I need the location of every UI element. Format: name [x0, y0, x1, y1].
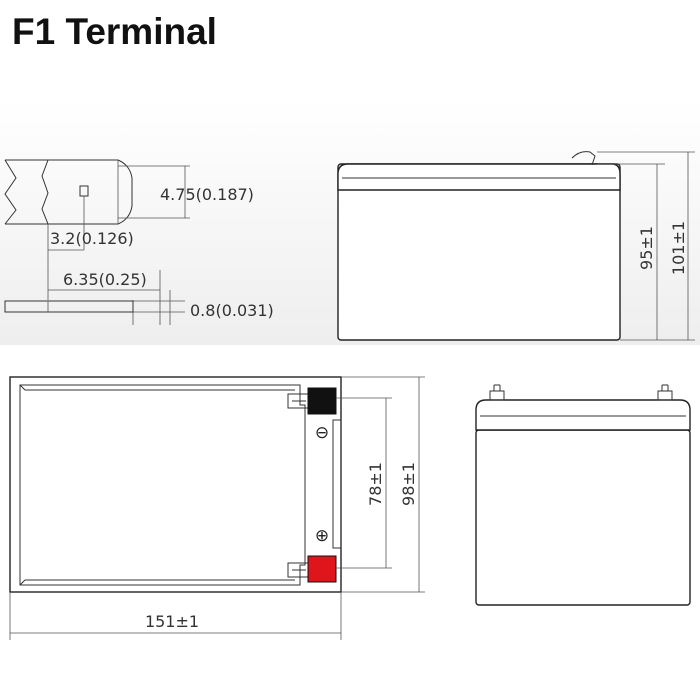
tab-side-outline: [4, 300, 134, 313]
negative-terminal-block: [307, 387, 337, 415]
positive-terminal-block: [307, 555, 337, 583]
top-length-label: 151±1: [145, 612, 199, 631]
battery-top-view: ⊖ ⊕ 78±1 98±1 151±1: [9, 376, 425, 640]
tab-left-break: [4, 159, 17, 225]
end-terminal-left: [489, 384, 505, 401]
side-terminal-hook: [571, 151, 596, 166]
negative-terminal: [287, 387, 337, 415]
battery-side-view: 95±1 101±1: [337, 151, 695, 341]
terminal-tab-outline: [48, 159, 133, 225]
positive-terminal: [287, 555, 337, 583]
terminal-spacing-label: 78±1: [366, 462, 385, 506]
end-lid: [475, 399, 691, 431]
top-case-inner: [19, 384, 306, 586]
side-lid: [337, 163, 621, 191]
tab-width-label: 4.75(0.187): [160, 185, 254, 204]
tab-hole-label: 3.2(0.126): [50, 229, 134, 248]
terminal-thickness-detail: 0.8(0.031): [4, 290, 274, 325]
battery-end-view: [475, 384, 691, 606]
negative-symbol: ⊖: [315, 423, 329, 443]
end-terminal-right: [657, 384, 673, 401]
positive-symbol: ⊕: [315, 526, 329, 546]
top-width-label: 98±1: [399, 462, 418, 506]
tab-length-label: 6.35(0.25): [63, 270, 147, 289]
side-height-label: 95±1: [637, 226, 656, 270]
top-side-rib: [332, 419, 342, 549]
end-case: [475, 429, 691, 606]
top-case-outer: [9, 376, 342, 593]
page-title: F1 Terminal: [12, 11, 217, 52]
side-total-height-label: 101±1: [669, 221, 688, 275]
tab-thickness-label: 0.8(0.031): [190, 301, 274, 320]
terminal-detail: 4.75(0.187) 3.2(0.126) 6.35(0.25): [4, 159, 254, 325]
